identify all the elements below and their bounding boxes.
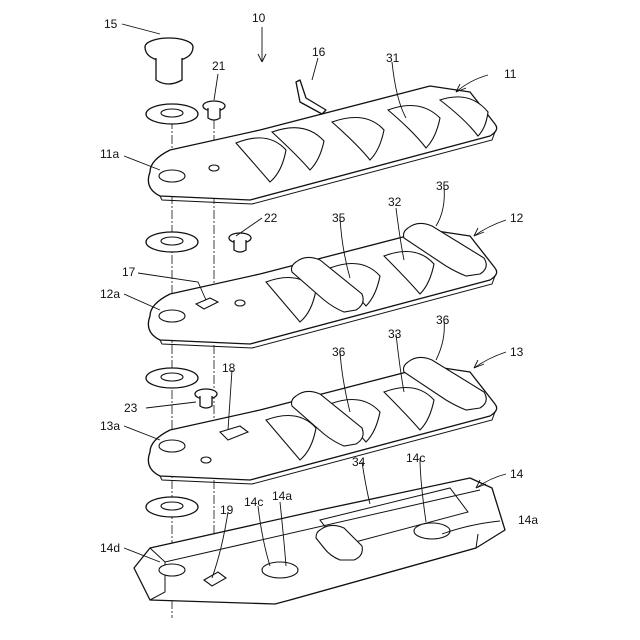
label-15: 15	[104, 17, 118, 31]
label-35-right: 35	[436, 179, 450, 193]
label-34: 34	[352, 455, 366, 469]
hole-14d	[159, 564, 185, 576]
label-12a: 12a	[100, 287, 120, 301]
label-14c-right: 14c	[406, 451, 425, 465]
small-hole-12	[235, 300, 245, 306]
label-32: 32	[388, 195, 402, 209]
label-12: 12	[510, 211, 524, 225]
label-36-left: 36	[332, 345, 346, 359]
label-35-left: 35	[332, 211, 346, 225]
pin-22	[229, 233, 251, 252]
label-18: 18	[222, 361, 236, 375]
label-23: 23	[124, 401, 138, 415]
label-33: 33	[388, 327, 402, 341]
hole-11a	[159, 170, 185, 182]
label-21: 21	[212, 59, 226, 73]
label-14a-left: 14a	[272, 489, 292, 503]
label-14c-left: 14c	[244, 495, 263, 509]
label-13a: 13a	[100, 419, 120, 433]
base-plate-14	[134, 478, 505, 604]
label-31: 31	[386, 51, 400, 65]
label-11: 11	[504, 67, 517, 81]
label-14a-right: 14a	[518, 513, 538, 527]
hole-13a	[159, 440, 185, 452]
washer-4	[146, 497, 198, 517]
hole-12a	[159, 310, 185, 322]
small-hole-11	[209, 165, 219, 171]
washer-3	[146, 368, 198, 388]
hole-14a-left	[262, 562, 298, 578]
small-hole-13	[201, 457, 211, 463]
label-10: 10	[252, 11, 266, 25]
washer-2	[146, 232, 198, 252]
label-22: 22	[264, 211, 278, 225]
label-13: 13	[510, 345, 524, 359]
pin-21	[203, 101, 225, 120]
hole-14a-right	[414, 523, 450, 539]
label-16: 16	[312, 45, 326, 59]
label-17: 17	[122, 265, 136, 279]
label-36-right: 36	[436, 313, 450, 327]
rivet-15	[145, 38, 193, 84]
label-19: 19	[220, 503, 234, 517]
label-14d: 14d	[100, 541, 120, 555]
tab-16	[296, 80, 326, 114]
plate-13	[148, 357, 496, 484]
label-14: 14	[510, 467, 524, 481]
label-11a: 11a	[100, 147, 119, 161]
washer-top	[146, 104, 198, 124]
